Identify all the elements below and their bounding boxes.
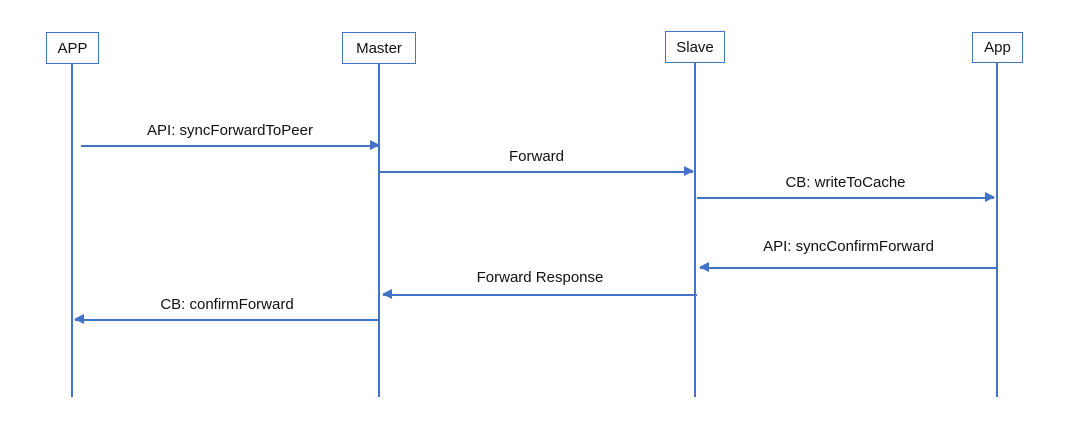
- message-label: API: syncConfirmForward: [763, 238, 934, 255]
- message-label: Forward: [508, 148, 564, 165]
- actor-box-master: Master: [342, 32, 416, 64]
- actor-label: App: [984, 39, 1011, 56]
- arrowhead-left-icon: [699, 262, 709, 272]
- arrowhead-right-icon: [684, 166, 694, 176]
- arrowhead-right-icon: [985, 192, 995, 202]
- actor-box-slave: Slave: [665, 31, 725, 63]
- actor-label: Master: [356, 39, 402, 57]
- message-label: Forward Response: [476, 269, 604, 286]
- arrow-line: [700, 267, 997, 269]
- lifeline-slave: [694, 63, 696, 397]
- message-label: CB: confirmForward: [160, 296, 294, 313]
- lifeline-app-left: [71, 64, 73, 397]
- message-label: CB: writeToCache: [785, 174, 906, 191]
- actor-label: APP: [57, 39, 88, 57]
- arrowhead-left-icon: [74, 314, 84, 324]
- message-label: API: syncForwardToPeer: [147, 122, 313, 139]
- arrow-line: [81, 145, 379, 147]
- arrow-line: [697, 197, 994, 199]
- actor-box-app-left: APP: [46, 32, 99, 64]
- lifeline-app-right: [996, 63, 998, 397]
- actor-label: Slave: [676, 38, 714, 56]
- actor-box-app-right: App: [972, 32, 1023, 63]
- lifeline-master: [378, 64, 380, 397]
- arrow-line: [75, 319, 379, 321]
- arrowhead-left-icon: [382, 289, 392, 299]
- arrowhead-right-icon: [370, 140, 380, 150]
- arrow-line: [383, 294, 697, 296]
- arrow-line: [380, 171, 693, 173]
